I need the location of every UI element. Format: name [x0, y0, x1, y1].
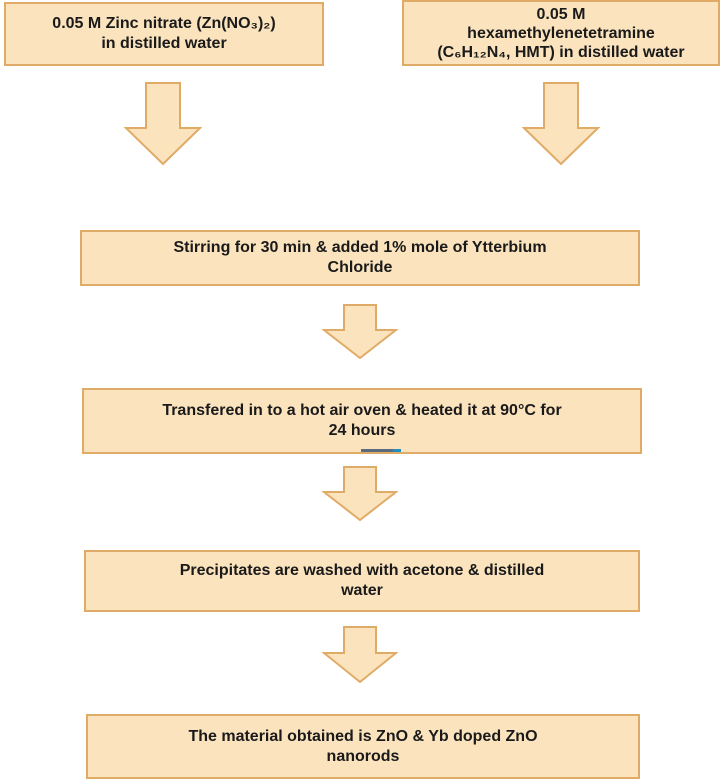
stirring-line2: Chloride: [327, 259, 393, 276]
oven-box: Transfered in to a hot air oven & heated…: [82, 388, 642, 454]
down-arrow-3: [322, 626, 398, 684]
small-marker: [361, 449, 401, 452]
down-arrow-1: [322, 304, 398, 360]
washing-box: Precipitates are washed with acetone & d…: [84, 550, 640, 612]
oven-line1: Transfered in to a hot air oven & heated…: [162, 402, 562, 419]
stirring-box: Stirring for 30 min & added 1% mole of Y…: [80, 230, 640, 286]
result-box: The material obtained is ZnO & Yb doped …: [86, 714, 640, 779]
hmt-line3: (C₆H₁₂N₄, HMT) in distilled water: [437, 43, 685, 61]
zinc-nitrate-box: 0.05 M Zinc nitrate (Zn(NO₃)₂) in distil…: [4, 2, 324, 66]
zinc-nitrate-line2: in distilled water: [101, 35, 227, 52]
down-arrow-2: [322, 466, 398, 522]
hmt-line2: hexamethylenetetramine: [467, 24, 655, 42]
result-line2: nanorods: [326, 747, 400, 765]
down-arrow-right: [522, 82, 600, 166]
zinc-nitrate-line1: 0.05 M Zinc nitrate (Zn(NO₃)₂): [52, 15, 276, 32]
down-arrow-left: [124, 82, 202, 166]
washing-line1: Precipitates are washed with acetone & d…: [179, 562, 545, 579]
oven-line2: 24 hours: [328, 422, 396, 439]
hmt-line1: 0.05 M: [536, 5, 586, 23]
washing-line2: water: [341, 582, 383, 599]
hmt-box: 0.05 M hexamethylenetetramine (C₆H₁₂N₄, …: [402, 0, 720, 66]
stirring-line1: Stirring for 30 min & added 1% mole of Y…: [173, 239, 547, 256]
result-line1: The material obtained is ZnO & Yb doped …: [188, 727, 538, 745]
